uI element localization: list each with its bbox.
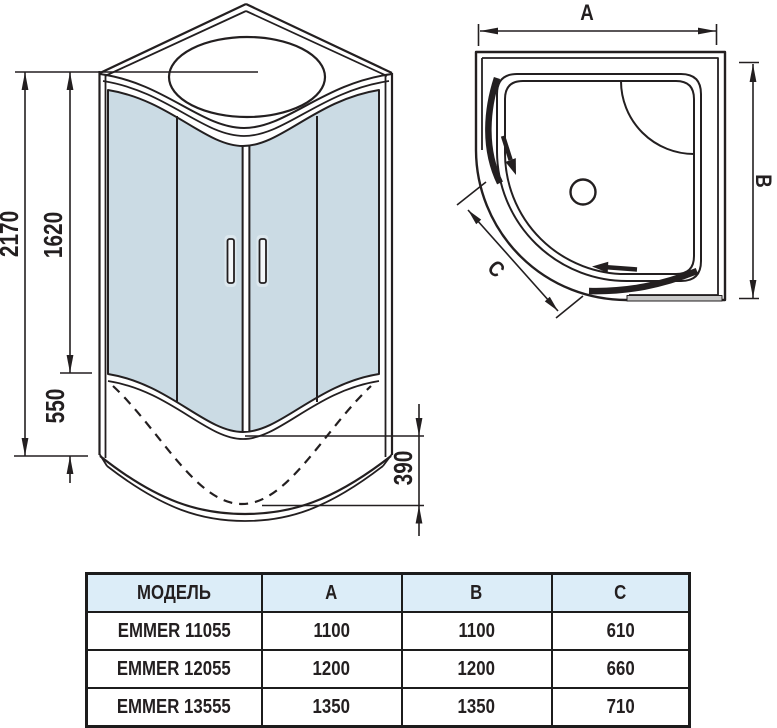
cell-a: 1200 <box>260 649 403 689</box>
dim-base-depth-label: 390 <box>389 451 418 486</box>
cell-a: 1350 <box>260 687 403 728</box>
door-panel-arc-left <box>485 77 503 185</box>
roof-dome <box>167 35 327 119</box>
door-handle-left <box>226 238 235 284</box>
plan-dim-c <box>456 181 584 319</box>
tray-bevel-left <box>98 453 108 467</box>
plan-bottom-rail <box>626 295 723 302</box>
front-dim-arrows <box>21 72 423 524</box>
door-panel-arc-bottom <box>588 267 699 295</box>
cell-c: 660 <box>550 649 691 689</box>
cell-model: EMMER 11055 <box>85 611 263 651</box>
dim-b-label: B <box>751 174 775 188</box>
tray-bottom-edge <box>106 465 384 522</box>
top-view: A B C <box>456 2 775 319</box>
drain <box>569 178 597 206</box>
dim-a-label: A <box>580 2 594 26</box>
tray-bottom-outer <box>99 455 392 516</box>
col-header-a: A <box>260 572 403 613</box>
front-view: 2170 1620 550 390 <box>0 3 424 536</box>
door-gap <box>243 147 249 431</box>
cell-b: 1350 <box>400 687 553 728</box>
dim-glass-height-label: 1620 <box>39 212 68 258</box>
roof-edge-inner <box>104 10 247 77</box>
door-handle-right <box>258 238 267 284</box>
roof-edge <box>99 3 247 74</box>
cell-model: EMMER 13555 <box>85 687 263 728</box>
roof-edge-inner <box>245 10 388 77</box>
col-header-b: B <box>400 572 553 613</box>
cell-c: 710 <box>550 687 691 728</box>
table-row: EMMER 11055 1100 1100 610 <box>85 611 691 651</box>
dim-base-height-label: 550 <box>41 389 70 424</box>
plan-tray-rim-outer <box>496 73 702 283</box>
corner-seat <box>620 80 695 155</box>
plan-dim-b <box>739 61 759 300</box>
tray-rim <box>107 380 380 440</box>
col-header-c: C <box>550 572 691 613</box>
tray-bevel-right <box>382 453 393 467</box>
spec-table: МОДЕЛЬ A B C EMMER 11055 1100 1100 610 E… <box>85 572 691 728</box>
table-row: EMMER 12055 1200 1200 660 <box>85 649 691 689</box>
door-motion-arrows <box>500 135 638 273</box>
cell-b: 1100 <box>400 611 553 651</box>
tray-inner-dashed <box>112 385 372 506</box>
roof-edge <box>245 3 393 74</box>
canopy-rim-inner <box>102 80 390 137</box>
plan-outer-frame <box>474 50 727 302</box>
table-row: EMMER 13555 1350 1350 710 <box>85 687 691 728</box>
cell-model: EMMER 12055 <box>85 649 263 689</box>
col-header-model: МОДЕЛЬ <box>85 572 263 613</box>
cell-c: 610 <box>550 611 691 651</box>
cell-a: 1100 <box>260 611 403 651</box>
plan-dim-a <box>477 24 718 46</box>
cell-b: 1200 <box>400 649 553 689</box>
dim-total-height-label: 2170 <box>0 211 24 257</box>
table-header-row: МОДЕЛЬ A B C <box>85 572 691 613</box>
front-dimensions <box>14 71 424 536</box>
canopy-rim <box>99 73 393 129</box>
dim-c-label: C <box>482 256 508 282</box>
